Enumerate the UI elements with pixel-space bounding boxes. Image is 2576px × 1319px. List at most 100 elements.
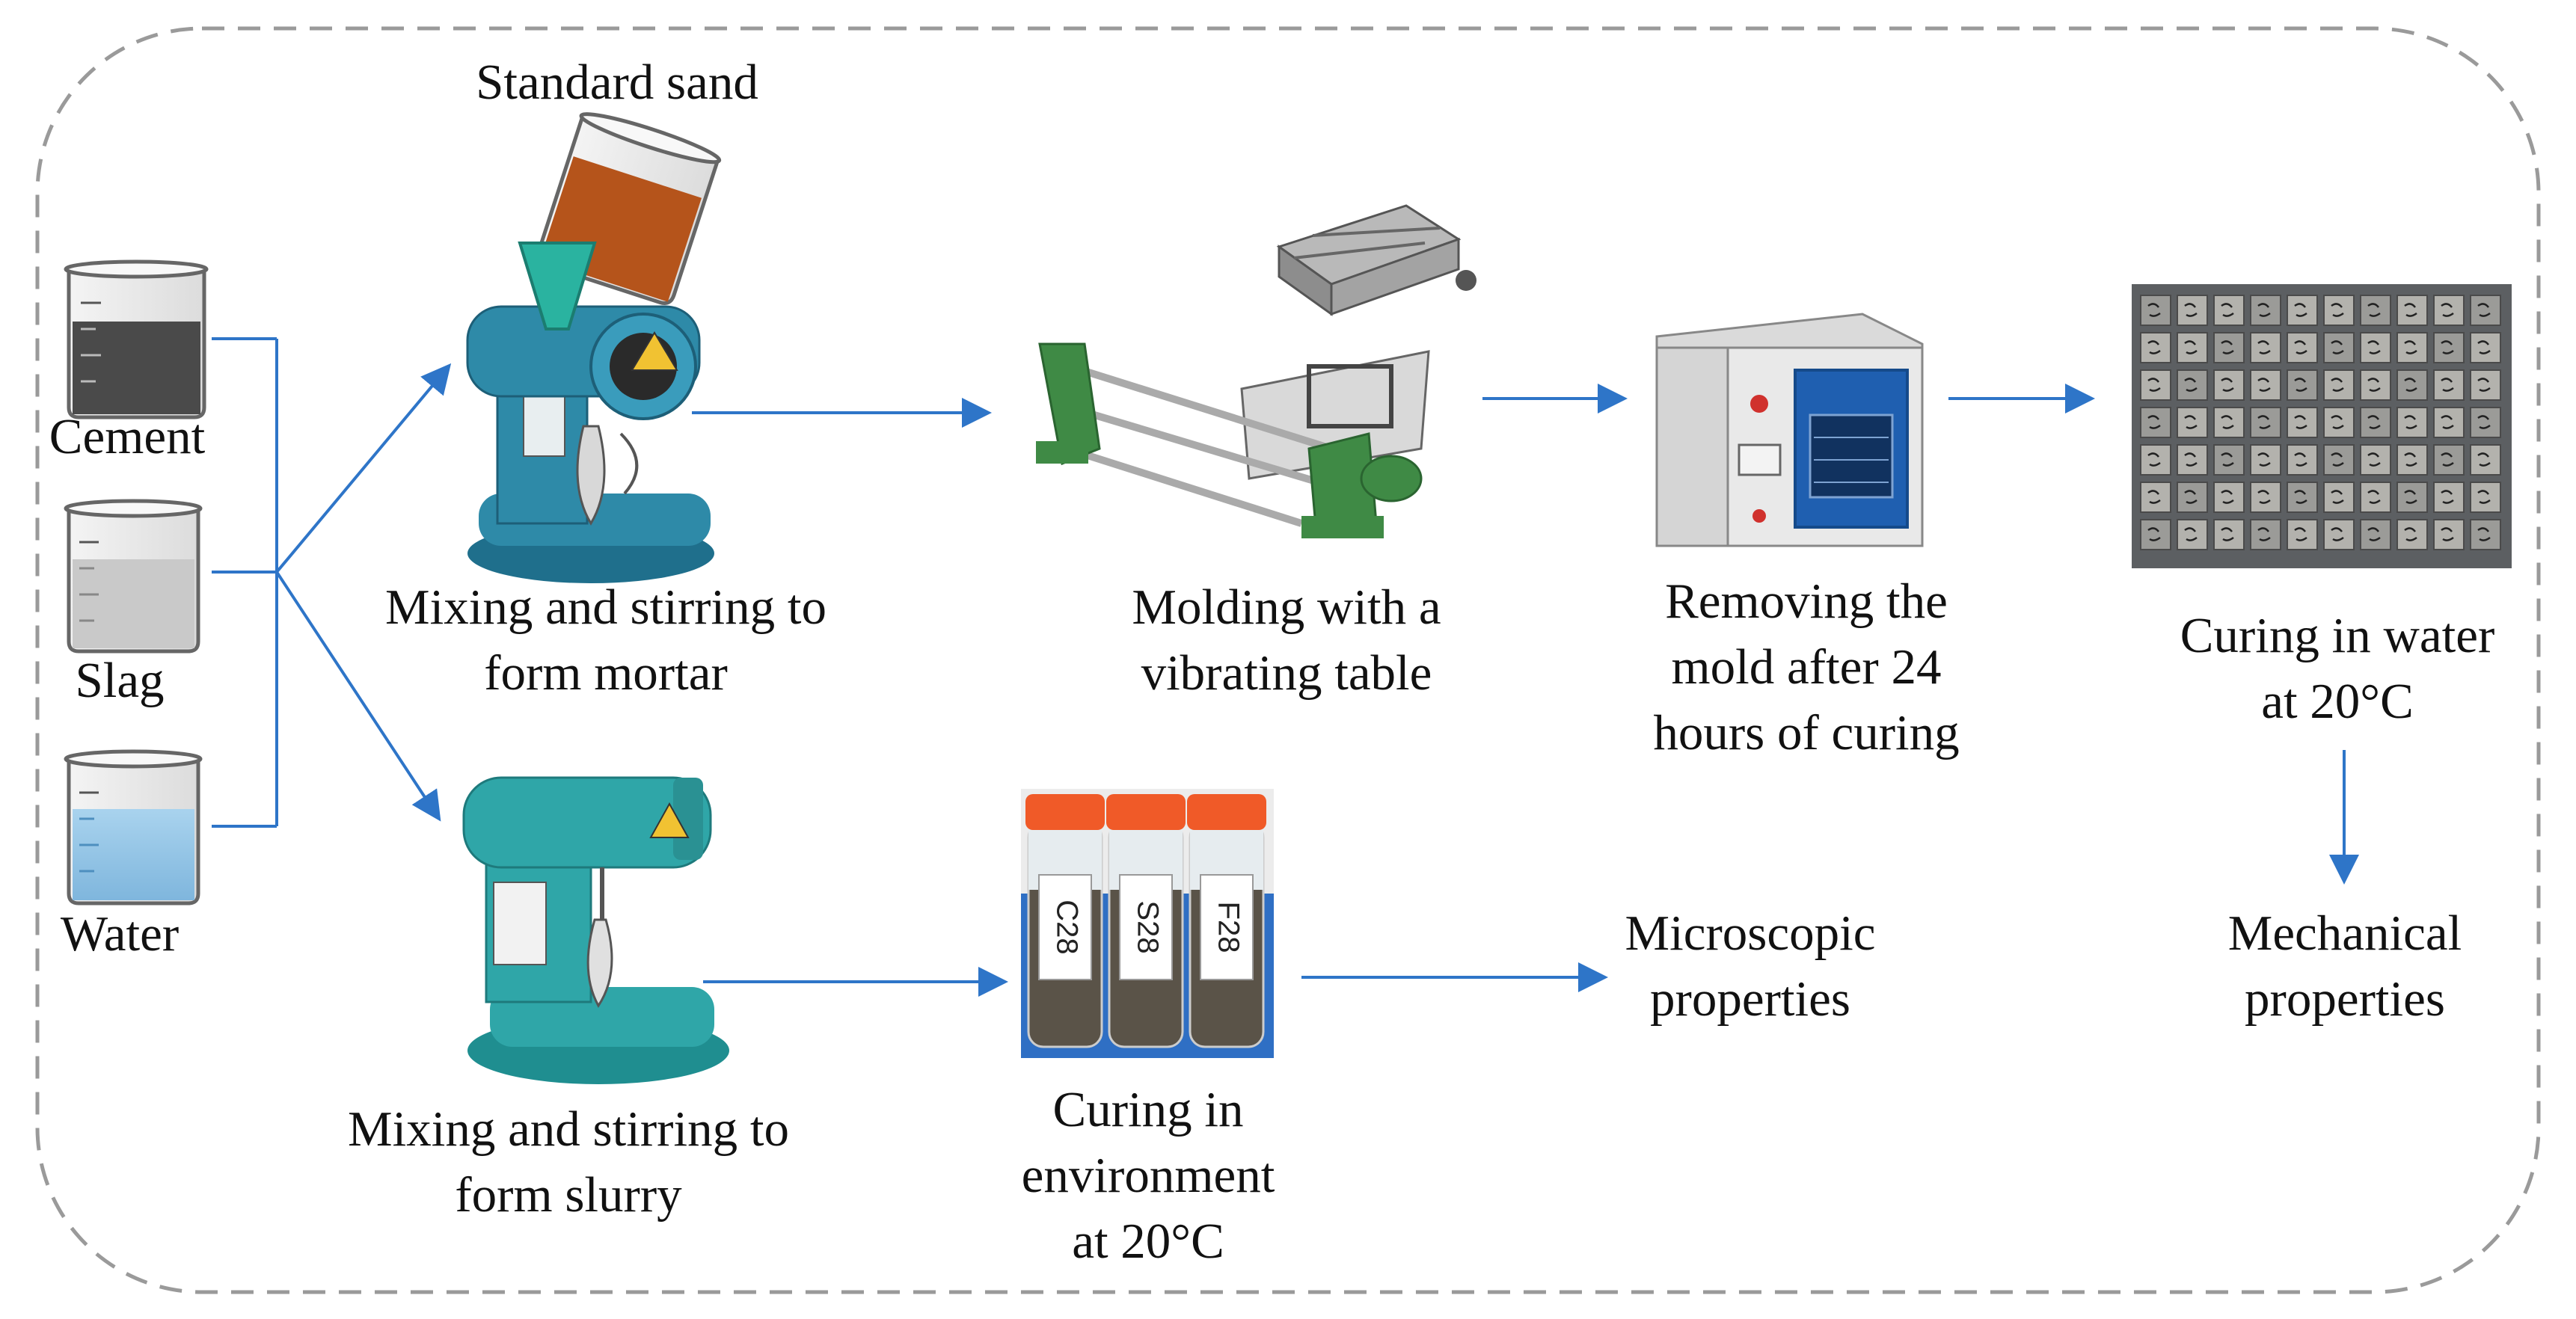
- specimen-marking: [2294, 415, 2307, 429]
- specimen-marking: [2147, 490, 2161, 504]
- specimen-marking: [2441, 452, 2454, 467]
- specimen-cube: [2396, 407, 2428, 438]
- specimen-marking: [2441, 340, 2454, 354]
- specimen-cube: [2360, 444, 2391, 476]
- specimen-cube: [2323, 407, 2355, 438]
- specimen-marking: [2294, 527, 2307, 541]
- specimen-marking: [2257, 490, 2271, 504]
- specimen-cube: [2213, 444, 2245, 476]
- specimen-marking: [2294, 452, 2307, 467]
- specimen-cube: [2396, 369, 2428, 401]
- tube-label-text: F28: [1212, 902, 1245, 953]
- specimen-cube: [2287, 332, 2318, 363]
- specimen-cube: [2360, 295, 2391, 326]
- specimen-cube: [2323, 332, 2355, 363]
- specimen-marking: [2184, 340, 2198, 354]
- specimen-marking: [2147, 415, 2161, 429]
- specimen-marking: [2184, 527, 2198, 541]
- specimen-cube: [2250, 332, 2281, 363]
- specimen-cube: [2360, 369, 2391, 401]
- specimen-cube: [2177, 407, 2208, 438]
- specimen-marking: [2367, 415, 2381, 429]
- specimen-cube: [2470, 369, 2501, 401]
- specimen-cube: [2177, 369, 2208, 401]
- specimen-cube: [2177, 444, 2208, 476]
- specimen-marking: [2441, 378, 2454, 392]
- specimen-marking: [2147, 527, 2161, 541]
- mortar-mixer-icon: [466, 242, 714, 583]
- specimen-cube: [2470, 519, 2501, 550]
- specimen-cube: [2140, 407, 2171, 438]
- specimen-marking: [2221, 452, 2234, 467]
- specimen-cube: [2213, 295, 2245, 326]
- specimen-marking: [2257, 527, 2271, 541]
- centrifuge-tubes-photo: C28 S28 F28: [1021, 789, 1274, 1058]
- tube-label-text: C28: [1050, 900, 1083, 954]
- specimen-marking: [2147, 303, 2161, 317]
- tube-cap: [1187, 794, 1266, 830]
- specimen-cube: [2287, 369, 2318, 401]
- specimen-cube: [2323, 519, 2355, 550]
- specimen-cube: [2140, 332, 2171, 363]
- specimen-marking: [2441, 527, 2454, 541]
- dashed-border: [35, 26, 2541, 1294]
- specimen-cube: [2140, 482, 2171, 513]
- arrow-to-slurry-mixer: [275, 571, 441, 822]
- specimen-marking: [2367, 490, 2381, 504]
- specimen-marking: [2367, 303, 2381, 317]
- specimen-cube: [2177, 295, 2208, 326]
- specimen-cube: [2177, 332, 2208, 363]
- specimen-marking: [2404, 452, 2417, 467]
- specimen-marking: [2404, 415, 2417, 429]
- mold-box-icon: [1276, 204, 1476, 316]
- specimen-marking: [2184, 378, 2198, 392]
- specimen-marking: [2184, 303, 2198, 317]
- specimen-cube: [2433, 295, 2465, 326]
- specimen-cube: [2470, 444, 2501, 476]
- tube-label-sticker: [1038, 874, 1092, 980]
- specimen-cube: [2250, 407, 2281, 438]
- specimen-marking: [2221, 303, 2234, 317]
- specimen-cube: [2396, 332, 2428, 363]
- specimen-cube: [2250, 482, 2281, 513]
- specimen-marking: [2257, 303, 2271, 317]
- curing-oven-icon: [1655, 313, 1924, 547]
- water-label: Water: [60, 906, 180, 962]
- specimen-cube: [2287, 444, 2318, 476]
- specimen-marking: [2184, 415, 2198, 429]
- specimen-marking: [2257, 415, 2271, 429]
- specimen-marking: [2441, 490, 2454, 504]
- specimen-cube: [2250, 444, 2281, 476]
- specimen-marking: [2441, 303, 2454, 317]
- specimen-marking: [2367, 340, 2381, 354]
- tube-label-text: S28: [1131, 900, 1164, 953]
- slag-beaker-icon: [64, 499, 203, 654]
- specimen-cube: [2470, 295, 2501, 326]
- specimen-cube: [2287, 407, 2318, 438]
- specimen-marking: [2147, 378, 2161, 392]
- specimen-cube: [2140, 444, 2171, 476]
- specimen-marking: [2404, 527, 2417, 541]
- specimen-marking: [2221, 378, 2234, 392]
- specimen-marking: [2221, 490, 2234, 504]
- specimen-marking: [2147, 452, 2161, 467]
- specimen-marking: [2404, 378, 2417, 392]
- specimen-marking: [2477, 490, 2491, 504]
- specimen-cube: [2433, 482, 2465, 513]
- specimen-cube: [2250, 295, 2281, 326]
- tube-cap: [1025, 794, 1105, 830]
- specimen-cube: [2177, 482, 2208, 513]
- specimen-marking: [2331, 378, 2344, 392]
- specimen-marking: [2221, 415, 2234, 429]
- specimen-cube: [2396, 444, 2428, 476]
- specimen-cube: [2323, 369, 2355, 401]
- vibrating-table-icon: [1036, 342, 1430, 538]
- specimen-marking: [2147, 340, 2161, 354]
- specimen-cube: [2323, 444, 2355, 476]
